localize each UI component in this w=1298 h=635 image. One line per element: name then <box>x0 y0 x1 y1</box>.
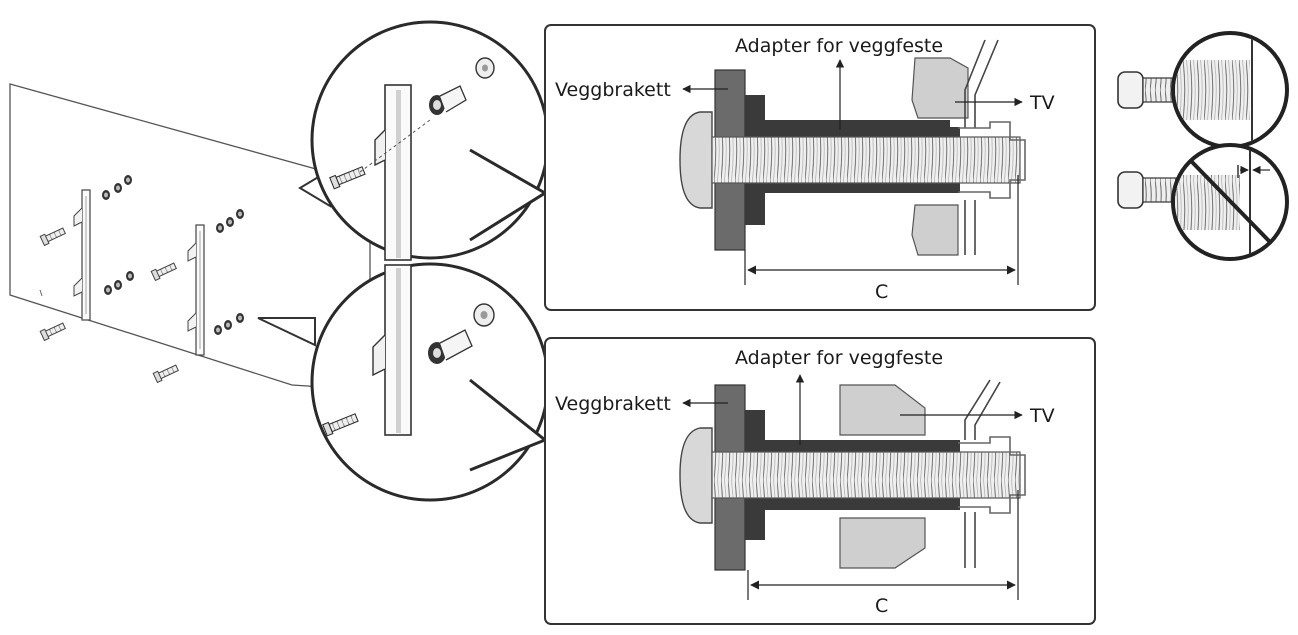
washer-top <box>475 57 495 79</box>
adapter-label: Adapter for veggfeste <box>735 35 943 57</box>
zoom-circle-bottom <box>257 262 550 502</box>
detail-panel-top: C Adapter for veggfeste Veggbrakett TV <box>544 24 1096 311</box>
dimension-c-label: C <box>875 281 888 303</box>
wall-mount-adapter-bottom <box>428 329 473 364</box>
tv-label: TV <box>1029 92 1055 114</box>
tv-label: TV <box>1029 405 1055 427</box>
washer-bottom <box>473 303 495 327</box>
dimension-c-label: C <box>875 595 888 617</box>
adapter-label: Adapter for veggfeste <box>735 347 943 369</box>
bracket-label: Veggbrakett <box>555 79 671 101</box>
correct-screw-length-icon <box>1117 31 1289 149</box>
zoom-circle-top <box>298 20 550 261</box>
bracket-label: Veggbrakett <box>555 393 671 415</box>
detail-panel-bottom: C Adapter for veggfeste Veggbrakett TV <box>544 337 1096 625</box>
incorrect-screw-length-icon <box>1117 143 1289 261</box>
screw-bottom <box>322 413 359 437</box>
screw-top <box>329 166 366 190</box>
wall-mount-adapter-top <box>429 85 467 115</box>
